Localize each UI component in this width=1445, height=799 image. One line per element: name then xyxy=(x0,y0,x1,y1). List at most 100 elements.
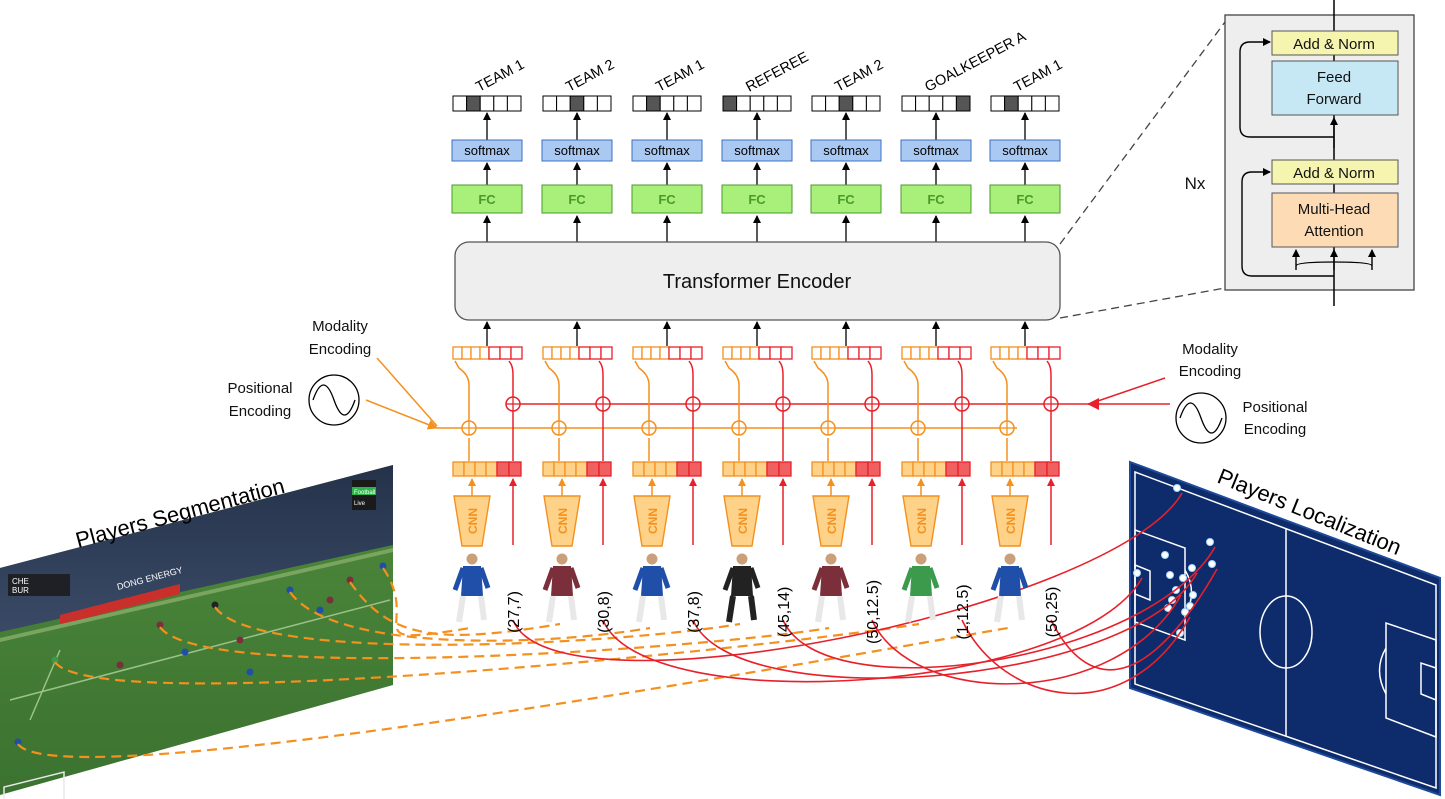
softmax-label: softmax xyxy=(554,143,600,158)
token-vector-cell xyxy=(659,346,670,360)
player-shirt xyxy=(461,566,483,596)
coordinate-label: (27,7) xyxy=(506,591,523,633)
output-vector-cell xyxy=(838,95,854,112)
residual-bottom xyxy=(1241,168,1334,277)
softmax-label: softmax xyxy=(734,143,780,158)
output-vector-cell xyxy=(1031,95,1046,112)
output-vector-cell xyxy=(736,95,751,112)
output-vector-cell xyxy=(915,95,930,112)
token-vector-cell xyxy=(740,346,751,360)
output-vector-cell xyxy=(865,95,881,112)
input-vector-cell xyxy=(496,461,510,477)
right-modality-label-2: Encoding xyxy=(1179,363,1242,380)
input-vector-cell xyxy=(474,461,487,477)
class-label: REFEREE xyxy=(743,49,811,95)
player-legs xyxy=(994,595,1025,623)
fc-box xyxy=(631,184,703,214)
orange-path-up xyxy=(634,360,650,421)
output-vector-cell xyxy=(673,95,688,112)
player-head xyxy=(466,553,478,565)
output-vector-cell xyxy=(686,95,702,112)
coordinate-label: (50,25) xyxy=(1044,587,1061,638)
segmentation-curve xyxy=(159,626,830,660)
token-vector-cell xyxy=(668,346,681,360)
token-vector-cell xyxy=(769,346,782,360)
segmentation-curve xyxy=(349,581,561,636)
player-arms xyxy=(811,567,850,591)
residual-top xyxy=(1239,38,1334,138)
coordinate-label: (50,12.5) xyxy=(865,580,882,644)
token-vector-cell xyxy=(589,346,602,360)
input-vector-cell xyxy=(744,461,757,477)
segmentation-players xyxy=(14,562,387,746)
softmax-label: softmax xyxy=(464,143,510,158)
player-crop xyxy=(452,553,491,623)
output-vector-cell xyxy=(646,95,661,112)
player-dot xyxy=(1166,571,1174,579)
segmented-player xyxy=(346,576,354,584)
player-location-dots xyxy=(1133,484,1216,637)
input-vector-cell xyxy=(755,461,768,477)
output-vector-cell xyxy=(749,95,765,112)
cnn-block xyxy=(543,495,581,547)
token-vector-cell xyxy=(749,346,760,360)
player-arms xyxy=(452,567,491,591)
player-arms xyxy=(632,567,671,591)
orange-path-up xyxy=(724,360,740,421)
left-positional-arrow xyxy=(365,399,438,430)
class-label: TEAM 1 xyxy=(473,57,527,96)
player-dot xyxy=(1179,574,1187,582)
output-vector-cell xyxy=(942,95,957,112)
token-vector-cell xyxy=(488,346,501,360)
token-vector-cell xyxy=(829,346,840,360)
right-encoding-labels: Modality Encoding Positional Encoding xyxy=(1175,341,1308,444)
output-vector-cell xyxy=(1004,95,1019,112)
segmented-player xyxy=(379,562,387,570)
input-vector-cell xyxy=(778,461,792,477)
token-vector-cell xyxy=(632,346,643,360)
class-label: TEAM 2 xyxy=(563,57,617,96)
player-crop xyxy=(811,553,850,623)
input-vector-cell xyxy=(957,461,971,477)
attention-label-2: Attention xyxy=(1304,223,1363,240)
player-head xyxy=(915,553,927,565)
feed-forward-box xyxy=(1271,60,1399,116)
player-head xyxy=(1004,553,1016,565)
red-path-up xyxy=(1046,360,1052,397)
player-shirt xyxy=(641,566,663,596)
input-vector-cell xyxy=(1046,461,1060,477)
feed-forward-label-2: Forward xyxy=(1306,91,1361,108)
player-dot xyxy=(1189,591,1197,599)
token-vector-cell xyxy=(758,346,771,360)
token-vector-cell xyxy=(1048,346,1061,360)
input-vector-cell xyxy=(867,461,881,477)
localization-curve xyxy=(782,546,1216,669)
feed-forward-label-1: Feed xyxy=(1317,69,1351,86)
input-vector-cell xyxy=(844,461,857,477)
localization-curve xyxy=(692,572,1198,679)
player-dot xyxy=(1208,560,1216,568)
add-norm-top-box xyxy=(1271,30,1399,56)
token-vector-cell xyxy=(990,346,1001,360)
red-path-up xyxy=(508,360,514,397)
left-modality-label-1: Modality xyxy=(312,318,368,335)
segmented-player xyxy=(116,661,124,669)
output-vector-cell xyxy=(928,95,944,112)
token-vector-cell xyxy=(999,346,1010,360)
segmented-player xyxy=(326,596,334,604)
token-vector-cell xyxy=(679,346,692,360)
nx-label: Nx xyxy=(1185,174,1206,193)
token-vector-cell xyxy=(641,346,652,360)
token-vector-cell xyxy=(470,346,481,360)
class-label: TEAM 2 xyxy=(832,57,886,96)
cnn-label: CNN xyxy=(466,508,480,534)
output-vector-cell xyxy=(811,95,827,112)
output-vector-cell xyxy=(632,95,648,112)
zoom-line-top xyxy=(1059,21,1226,245)
player-head xyxy=(736,553,748,565)
segmented-player xyxy=(286,586,294,594)
